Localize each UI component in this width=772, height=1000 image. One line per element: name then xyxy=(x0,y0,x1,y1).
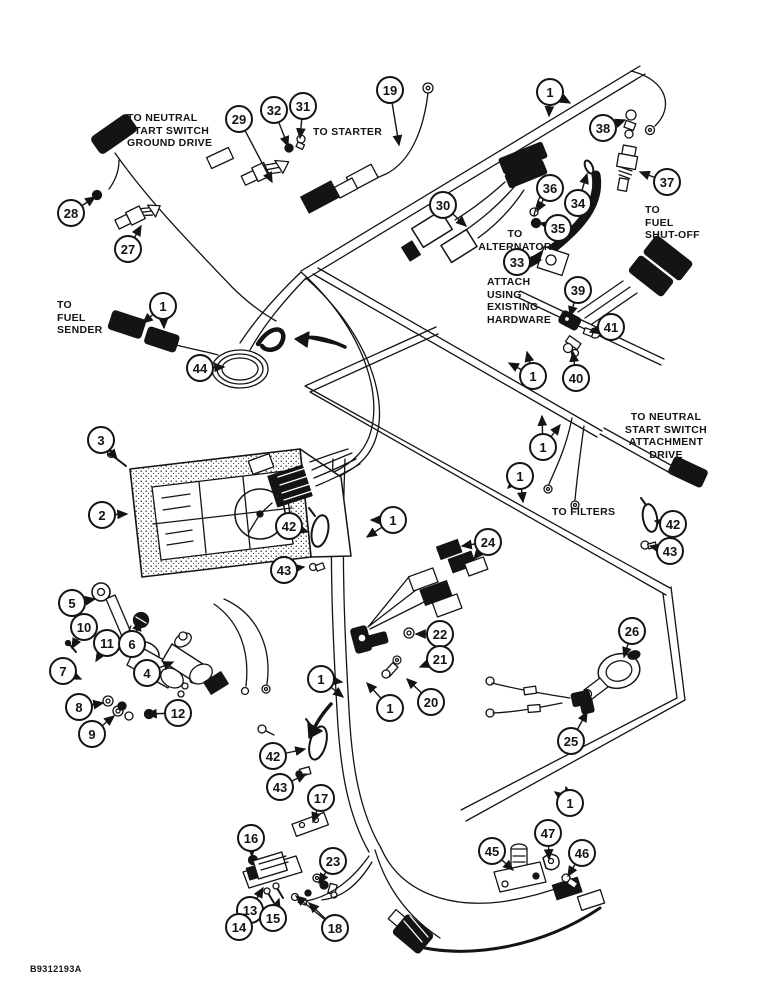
starter-wire-group xyxy=(300,82,434,214)
callout-31: 31 xyxy=(289,92,317,120)
callout-1: 1 xyxy=(307,665,335,693)
label-to-fuel-shut-off: TO FUEL SHUT-OFF xyxy=(645,204,700,241)
callout-1: 1 xyxy=(556,789,584,817)
callout-9: 9 xyxy=(78,720,106,748)
callout-29: 29 xyxy=(225,105,253,133)
callout-42: 42 xyxy=(259,742,287,770)
label-to-neutral-start-switch-ground-drive: TO NEUTRAL START SWITCH GROUND DRIVE xyxy=(127,112,213,149)
callout-20: 20 xyxy=(417,688,445,716)
callout-14: 14 xyxy=(225,913,253,941)
clamp-22-group xyxy=(350,625,415,679)
callout-5: 5 xyxy=(58,589,86,617)
callout-1: 1 xyxy=(536,78,564,106)
callout-44: 44 xyxy=(186,354,214,382)
alternator-group xyxy=(401,141,548,264)
callout-8: 8 xyxy=(65,693,93,721)
callout-4: 4 xyxy=(133,659,161,687)
callout-42: 42 xyxy=(659,510,687,538)
ground-drive-wire-group xyxy=(91,114,277,322)
callout-7: 7 xyxy=(49,657,77,685)
callout-16: 16 xyxy=(237,824,265,852)
callout-36: 36 xyxy=(536,174,564,202)
callout-38: 38 xyxy=(589,114,617,142)
fuel-shutoff-connector-group xyxy=(577,235,693,325)
callout-32: 32 xyxy=(260,96,288,124)
callout-1: 1 xyxy=(506,462,534,490)
callout-35: 35 xyxy=(544,214,572,242)
callout-46: 46 xyxy=(568,839,596,867)
callout-15: 15 xyxy=(259,904,287,932)
callout-1: 1 xyxy=(519,362,547,390)
callout-22: 22 xyxy=(426,620,454,648)
callout-47: 47 xyxy=(534,819,562,847)
callout-2: 2 xyxy=(88,501,116,529)
callout-1: 1 xyxy=(376,694,404,722)
label-to-filters: TO FILTERS xyxy=(552,506,616,518)
callout-43: 43 xyxy=(656,537,684,565)
bold-pointer-arrows xyxy=(294,331,347,739)
speedo-drive-group xyxy=(485,650,641,718)
callout-1: 1 xyxy=(379,506,407,534)
figure-code: B9312193A xyxy=(30,964,82,974)
bottom-connectors-group xyxy=(374,847,606,954)
callout-25: 25 xyxy=(557,727,585,755)
callout-1: 1 xyxy=(149,292,177,320)
callout-18: 18 xyxy=(321,914,349,942)
callout-23: 23 xyxy=(319,847,347,875)
fuel-sender-group xyxy=(107,310,286,389)
callout-42: 42 xyxy=(275,512,303,540)
callout-43: 43 xyxy=(270,556,298,584)
label-to-alternator: TO ALTERNATOR xyxy=(478,228,552,253)
filter-wires-group xyxy=(543,417,585,510)
connector-cluster-24 xyxy=(367,538,489,630)
label-attach-using-existing-hardware: ATTACH USING EXISTING HARDWARE xyxy=(487,276,552,326)
callout-11: 11 xyxy=(93,629,121,657)
callout-28: 28 xyxy=(57,199,85,227)
callout-19: 19 xyxy=(376,76,404,104)
callout-21: 21 xyxy=(426,645,454,673)
callout-17: 17 xyxy=(307,784,335,812)
callout-30: 30 xyxy=(429,191,457,219)
cluster-connector-group xyxy=(247,448,361,508)
label-to-starter: TO STARTER xyxy=(313,126,383,138)
callout-6: 6 xyxy=(118,630,146,658)
nss-attachment-cable-group xyxy=(599,427,708,488)
instrument-cluster-group xyxy=(106,448,352,578)
callout-43: 43 xyxy=(266,773,294,801)
callout-37: 37 xyxy=(653,168,681,196)
callout-45: 45 xyxy=(478,837,506,865)
callout-3: 3 xyxy=(87,426,115,454)
solenoid-4-group xyxy=(161,598,271,696)
callout-24: 24 xyxy=(474,528,502,556)
callout-26: 26 xyxy=(618,617,646,645)
callout-27: 27 xyxy=(114,235,142,263)
callout-40: 40 xyxy=(562,364,590,392)
callout-10: 10 xyxy=(70,613,98,641)
cable-tie-center-group xyxy=(308,507,330,572)
callout-34: 34 xyxy=(564,189,592,217)
callout-39: 39 xyxy=(564,276,592,304)
callout-12: 12 xyxy=(164,699,192,727)
label-to-neutral-start-switch-attachment-drive: TO NEUTRAL START SWITCH ATTACHMENT DRIVE xyxy=(624,411,708,461)
sender-29-group xyxy=(205,134,306,186)
label-to-fuel-sender: TO FUEL SENDER xyxy=(57,299,103,336)
callout-33: 33 xyxy=(503,248,531,276)
callout-1: 1 xyxy=(529,433,557,461)
callout-41: 41 xyxy=(597,313,625,341)
